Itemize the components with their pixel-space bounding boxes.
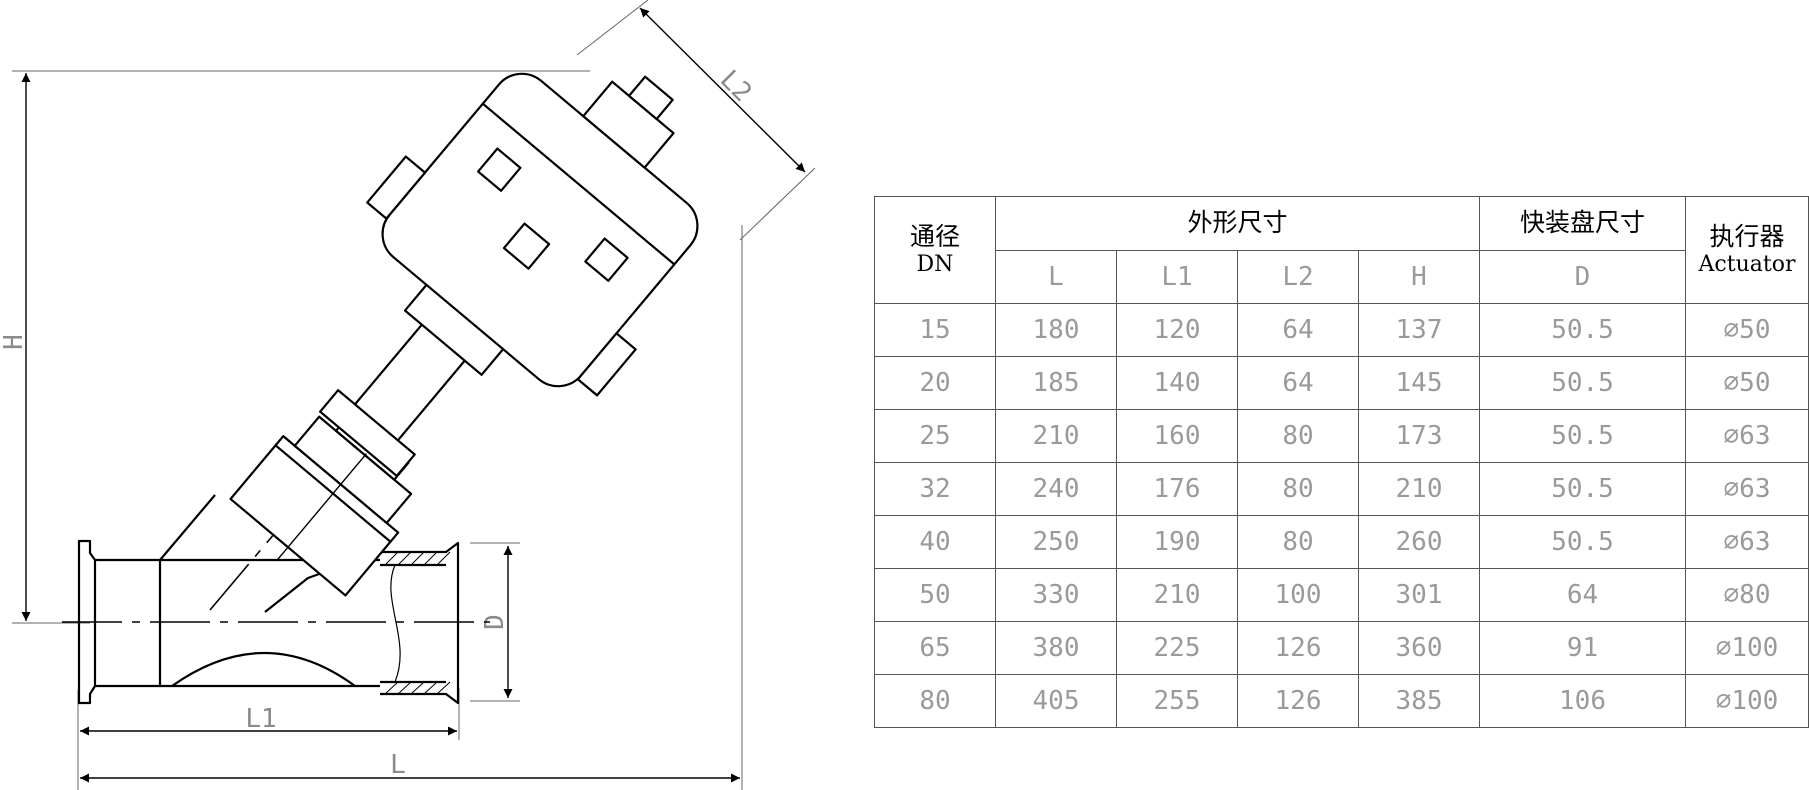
table-cell: 255 [1116, 674, 1238, 728]
table-cell: 80 [1237, 515, 1359, 569]
table-cell: ⌀63 [1685, 515, 1809, 569]
dim-label-h: H [0, 334, 29, 350]
table-cell: 145 [1358, 356, 1480, 410]
dim-label-l2: L2 [714, 65, 757, 108]
table-cell: 330 [995, 568, 1117, 622]
table-cell: 120 [1116, 303, 1238, 357]
table-cell: ⌀50 [1685, 356, 1809, 410]
spec-table: 通径 DN 外形尺寸 快装盘尺寸 执行器 Actuator L L1 L2 H … [874, 196, 1809, 728]
dimension-arrows [21, 7, 806, 783]
table-row: 80 405 255 126 385 106 ⌀100 [874, 674, 1809, 728]
table-row: 50 330 210 100 301 64 ⌀80 [874, 568, 1809, 622]
table-cell: 173 [1358, 409, 1480, 463]
table-cell: ⌀50 [1685, 303, 1809, 357]
table-cell: 64 [1237, 303, 1359, 357]
table-cell: ⌀63 [1685, 409, 1809, 463]
dim-label-d: D [480, 614, 510, 630]
table-cell: 64 [1237, 356, 1359, 410]
table-cell: 20 [874, 356, 996, 410]
subheader-d: D [1479, 249, 1686, 304]
valve-body [77, 494, 460, 705]
table-cell: 80 [1237, 409, 1359, 463]
table-cell: 210 [995, 409, 1117, 463]
table-cell: ⌀63 [1685, 462, 1809, 516]
subheader-l1: L1 [1116, 249, 1238, 304]
header-dn-en: DN [916, 252, 954, 277]
table-cell: 25 [874, 409, 996, 463]
table-cell: 50.5 [1479, 462, 1686, 516]
table-cell: 50.5 [1479, 356, 1686, 410]
table-cell: 40 [874, 515, 996, 569]
table-cell: 50.5 [1479, 409, 1686, 463]
table-cell: 65 [874, 621, 996, 675]
table-cell: 15 [874, 303, 996, 357]
table-cell: 50.5 [1479, 303, 1686, 357]
header-actuator: 执行器 Actuator [1685, 196, 1809, 304]
table-header-row: 通径 DN 外形尺寸 快装盘尺寸 执行器 Actuator [874, 196, 1809, 304]
table-subheader-row: L L1 L2 H D [875, 249, 1809, 304]
table-cell: 225 [1116, 621, 1238, 675]
header-dimensions: 外形尺寸 [995, 196, 1480, 251]
table-cell: 185 [995, 356, 1117, 410]
table-row: 40 250 190 80 260 50.5 ⌀63 [874, 515, 1809, 569]
table-cell: 50.5 [1479, 515, 1686, 569]
table-row: 32 240 176 80 210 50.5 ⌀63 [874, 462, 1809, 516]
header-actuator-cn: 执行器 [1709, 222, 1785, 251]
header-clamp: 快装盘尺寸 [1479, 196, 1686, 251]
table-cell: 32 [874, 462, 996, 516]
table-cell: ⌀80 [1685, 568, 1809, 622]
table-cell: 210 [1116, 568, 1238, 622]
table-cell: 190 [1116, 515, 1238, 569]
subheader-l: L [995, 249, 1117, 304]
subheader-h: H [1358, 249, 1480, 304]
table-cell: 380 [995, 621, 1117, 675]
header-dn-cn: 通径 [909, 222, 960, 251]
table-row: 65 380 225 126 360 91 ⌀100 [874, 621, 1809, 675]
table-row: 15 180 120 64 137 50.5 ⌀50 [874, 303, 1809, 357]
dim-label-l: L [390, 750, 406, 780]
table-cell: 385 [1358, 674, 1480, 728]
table-cell: 64 [1479, 568, 1686, 622]
subheader-l2: L2 [1237, 249, 1359, 304]
actuator-assembly [366, 72, 699, 397]
table-cell: 240 [995, 462, 1117, 516]
header-dn: 通径 DN [874, 196, 996, 304]
table-cell: ⌀100 [1685, 621, 1809, 675]
table-cell: 140 [1116, 356, 1238, 410]
table-cell: 180 [995, 303, 1117, 357]
table-cell: 100 [1237, 568, 1359, 622]
table-cell: 360 [1358, 621, 1480, 675]
valve-drawing: H L L1 D L2 [0, 0, 816, 790]
table-cell: 260 [1358, 515, 1480, 569]
table-row: 25 210 160 80 173 50.5 ⌀63 [874, 409, 1809, 463]
table-cell: 126 [1237, 621, 1359, 675]
table-cell: 126 [1237, 674, 1359, 728]
table-cell: 160 [1116, 409, 1238, 463]
table-cell: 80 [1237, 462, 1359, 516]
table-cell: 137 [1358, 303, 1480, 357]
table-cell: 405 [995, 674, 1117, 728]
table-cell: ⌀100 [1685, 674, 1809, 728]
table-cell: 210 [1358, 462, 1480, 516]
dim-label-l1: L1 [245, 704, 276, 734]
table-cell: 176 [1116, 462, 1238, 516]
table-cell: 301 [1358, 568, 1480, 622]
table-cell: 50 [874, 568, 996, 622]
table-cell: 106 [1479, 674, 1686, 728]
section-hatching [384, 551, 451, 695]
table-cell: 250 [995, 515, 1117, 569]
table-cell: 80 [874, 674, 996, 728]
table-row: 20 185 140 64 145 50.5 ⌀50 [874, 356, 1809, 410]
table-cell: 91 [1479, 621, 1686, 675]
header-actuator-en: Actuator [1698, 252, 1796, 277]
